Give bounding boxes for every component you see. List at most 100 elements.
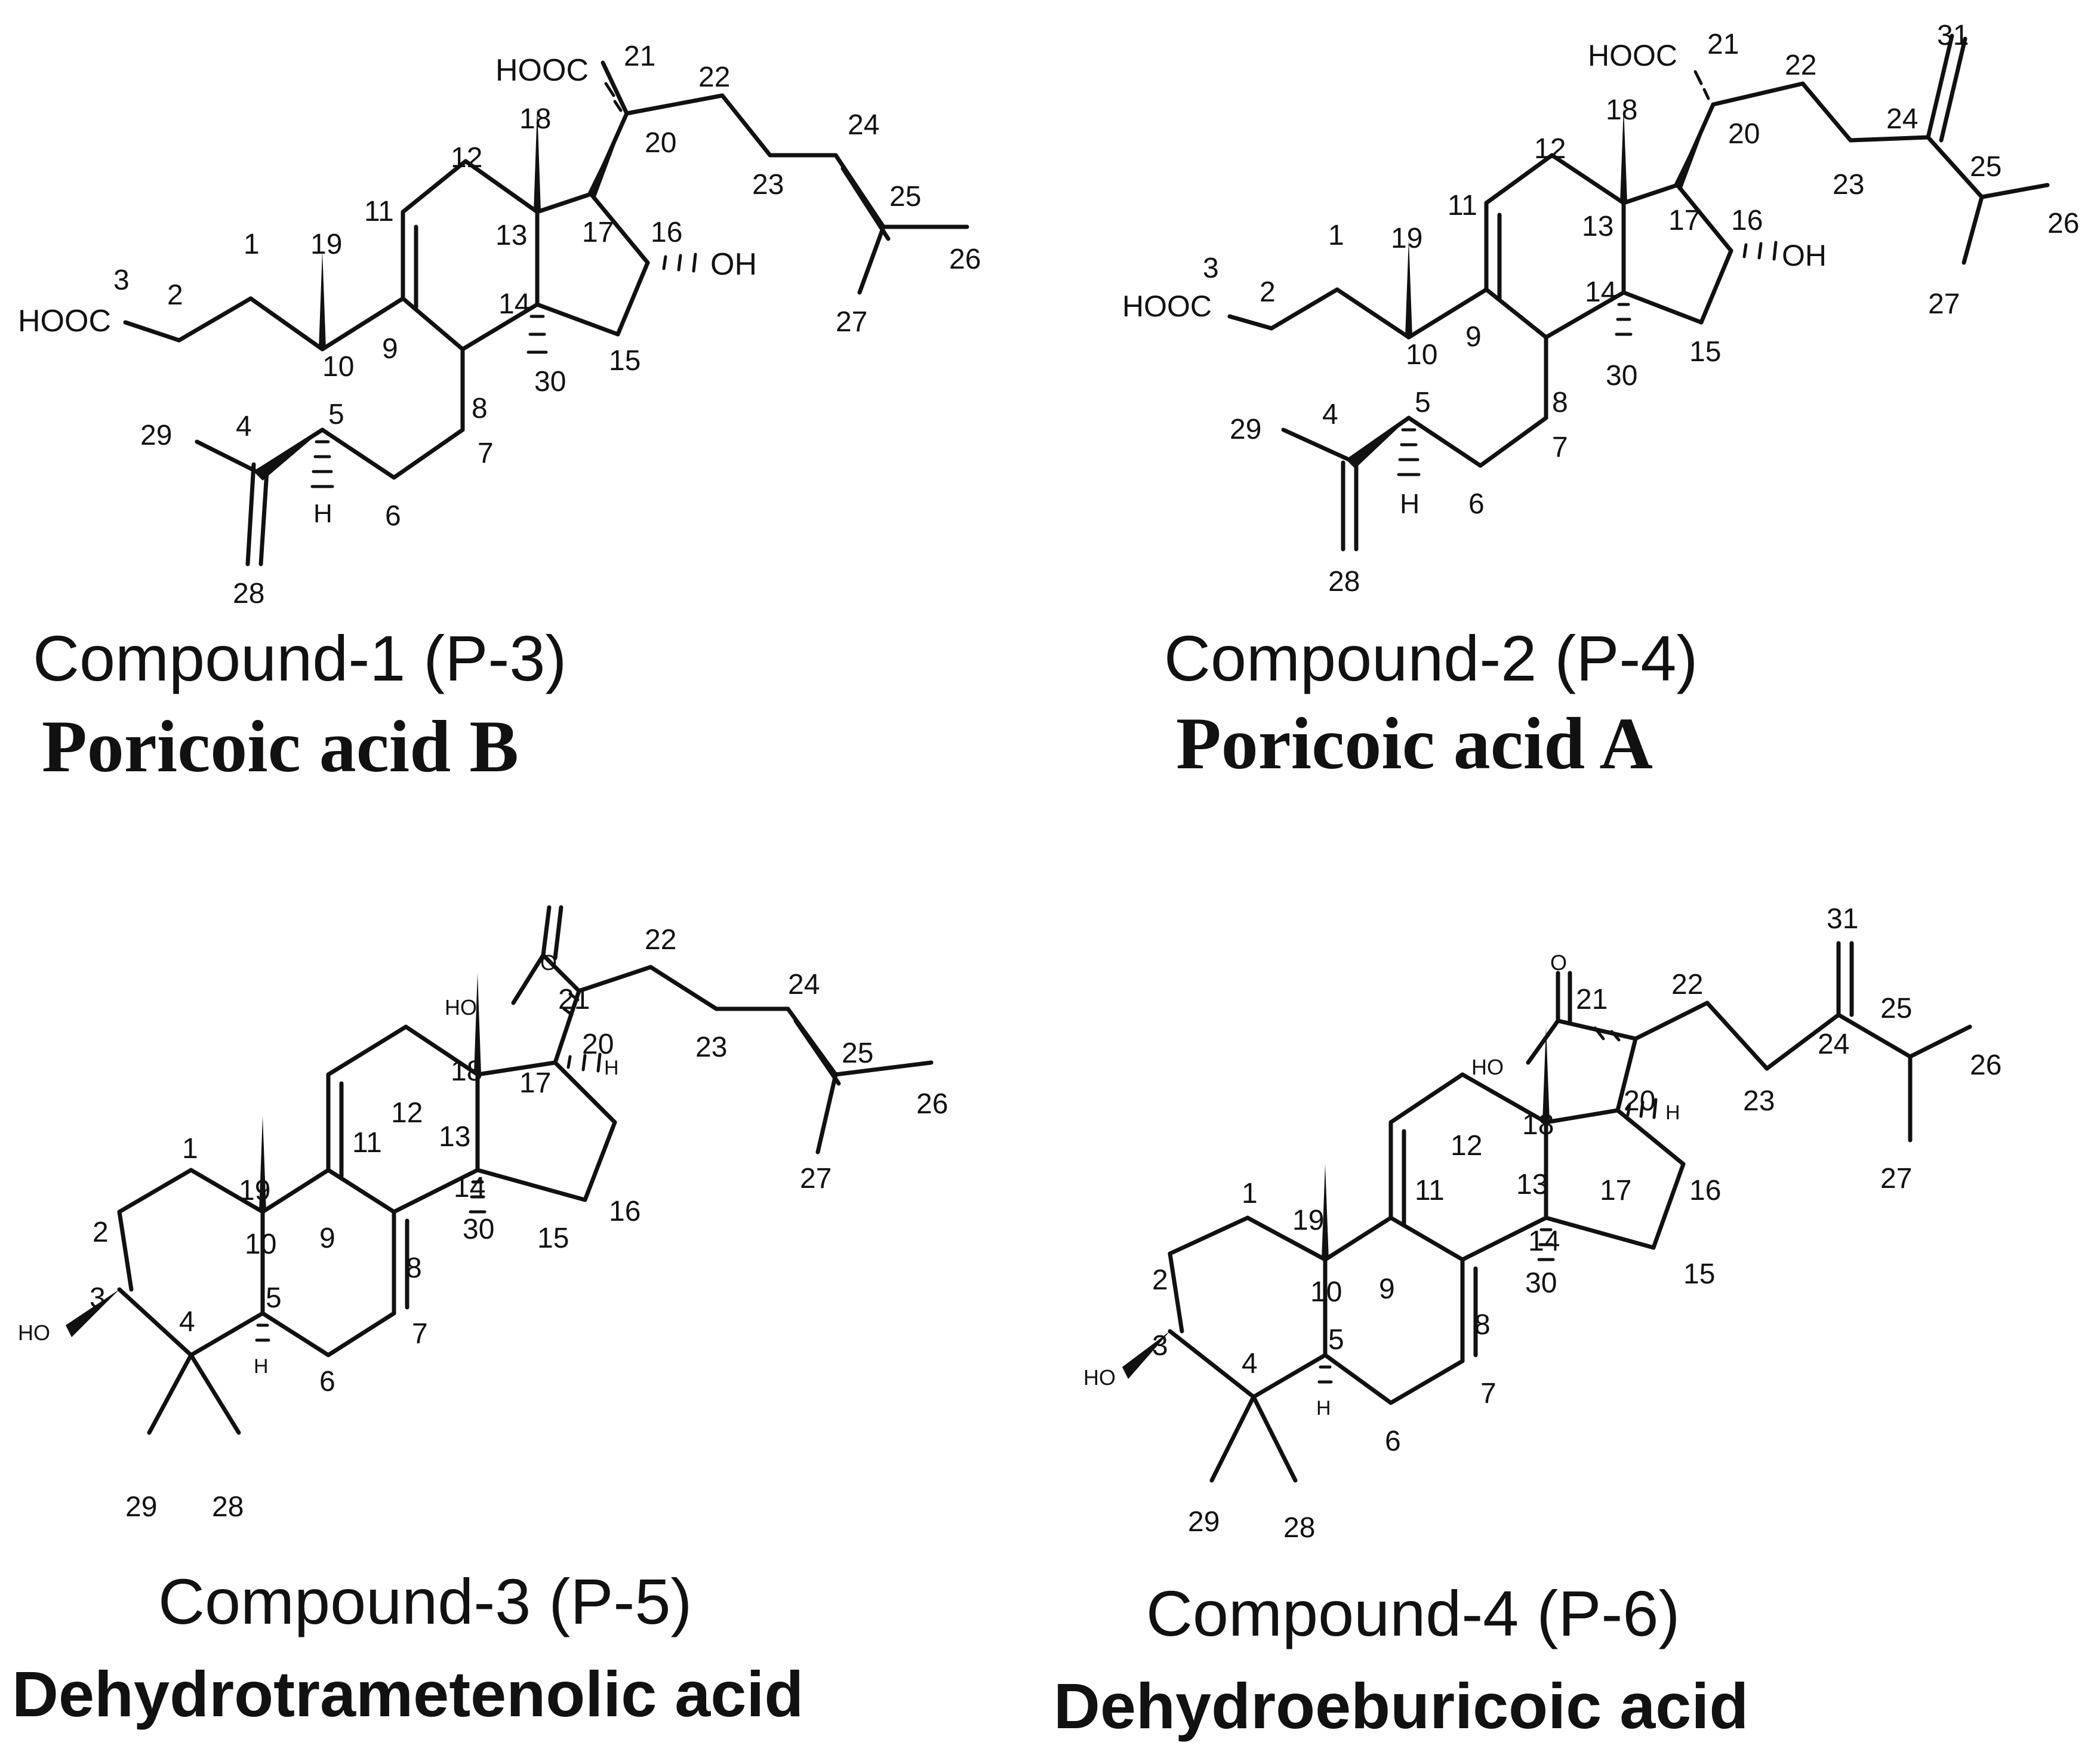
- c3-atom-numbers: 1 2 3 4 5 6 7 8 9 10 11 12 13 14 15 16 1…: [90, 924, 948, 1523]
- atom-number: 21: [624, 41, 655, 72]
- c4-atom-numbers: 1 2 3 4 5 6 7 8 9 10 11 12 13 14 15 16 1…: [1152, 903, 2001, 1544]
- atom-number: 4: [179, 1306, 195, 1338]
- atom-number: 9: [1465, 321, 1482, 353]
- atom-number: 10: [322, 351, 354, 383]
- c1-h5-label: H: [313, 499, 332, 528]
- c1-acid-left-label: HOOC: [18, 304, 111, 338]
- atom-number: 26: [1970, 1049, 2001, 1081]
- atom-number: 26: [916, 1088, 948, 1120]
- atom-number: 16: [609, 1196, 641, 1227]
- atom-number: 19: [310, 229, 342, 260]
- atom-number: 21: [1707, 29, 1739, 60]
- structure-compound-3: [117, 905, 934, 1435]
- structure-compound-2: [1227, 33, 2050, 552]
- atom-number: 5: [1328, 1324, 1344, 1356]
- atom-number: 8: [1474, 1309, 1491, 1341]
- atom-number: 1: [244, 229, 260, 260]
- c4-ho3-label: HO: [1083, 1365, 1116, 1390]
- atom-number: 3: [90, 1282, 106, 1314]
- atom-number: 19: [1391, 223, 1422, 254]
- compound-4-code: Compound-4 (P-6): [1146, 1577, 1680, 1649]
- atom-number: 27: [836, 306, 867, 338]
- atom-number: 2: [1260, 276, 1276, 308]
- atom-number: 18: [451, 1055, 482, 1087]
- c4-o-label: O: [1550, 950, 1567, 975]
- atom-number: 29: [140, 420, 172, 451]
- atom-number: 14: [498, 288, 530, 320]
- atom-number: 12: [1451, 1130, 1482, 1162]
- atom-number: 26: [2047, 208, 2079, 239]
- atom-number: 29: [1188, 1506, 1220, 1538]
- atom-number: 24: [1818, 1029, 1849, 1060]
- c4-ho-acid-label: HO: [1471, 1055, 1504, 1079]
- atom-number: 2: [93, 1217, 109, 1248]
- atom-number: 23: [1743, 1085, 1775, 1117]
- compound-2-code: Compound-2 (P-4): [1164, 622, 1698, 694]
- structure-compound-4: [1168, 941, 1972, 1483]
- atom-number: 10: [245, 1229, 276, 1260]
- atom-number: 28: [1283, 1512, 1315, 1544]
- atom-number: 7: [412, 1318, 428, 1350]
- atom-number: 15: [609, 345, 641, 377]
- atom-number: 17: [1600, 1175, 1631, 1206]
- atom-number: 4: [236, 411, 252, 442]
- atom-number: 1: [1242, 1178, 1258, 1209]
- atom-number: 8: [472, 393, 488, 424]
- atom-number: 3: [1152, 1330, 1168, 1362]
- atom-number: 25: [889, 181, 921, 213]
- atom-number: 18: [1606, 94, 1637, 126]
- c3-o-label: O: [540, 950, 557, 975]
- atom-number: 25: [842, 1038, 873, 1069]
- atom-number: 30: [463, 1214, 494, 1245]
- atom-number: 28: [233, 578, 264, 609]
- c4-h5-label: H: [1316, 1397, 1331, 1420]
- atom-number: 14: [1585, 276, 1616, 308]
- atom-number: 5: [1415, 387, 1431, 418]
- atom-number: 16: [651, 217, 682, 248]
- atom-number: 24: [788, 969, 820, 1000]
- atom-number: 6: [385, 500, 401, 532]
- atom-number: 2: [167, 279, 183, 311]
- atom-number: 7: [1552, 432, 1568, 463]
- atom-number: 27: [800, 1163, 832, 1195]
- atom-number: 13: [1516, 1169, 1548, 1200]
- atom-number: 22: [1785, 50, 1816, 81]
- c2-acid-left-label: HOOC: [1122, 290, 1212, 323]
- atom-number: 4: [1242, 1348, 1258, 1380]
- atom-number: 1: [1328, 220, 1344, 251]
- atom-number: 30: [534, 366, 566, 398]
- c4-h17-label: H: [1665, 1101, 1680, 1124]
- atom-number: 30: [1525, 1267, 1557, 1299]
- atom-number: 18: [519, 103, 551, 135]
- atom-number: 7: [478, 438, 494, 469]
- atom-number: 31: [1827, 903, 1858, 935]
- c2-h5-label: H: [1400, 488, 1419, 519]
- atom-number: 6: [1468, 488, 1485, 520]
- atom-number: 16: [1689, 1175, 1721, 1206]
- compound-2-name: Poricoic acid A: [1176, 703, 1653, 784]
- atom-number: 12: [1534, 133, 1566, 165]
- atom-number: 9: [1379, 1273, 1395, 1305]
- atom-number: 17: [582, 217, 614, 248]
- atom-number: 10: [1310, 1276, 1342, 1308]
- atom-number: 21: [1576, 984, 1608, 1015]
- c3-ho-acid-label: HO: [445, 995, 477, 1020]
- atom-number: 3: [1203, 253, 1219, 284]
- compound-4-name: Dehydroeburicoic acid: [1054, 1670, 1749, 1742]
- c2-atom-numbers: 1 2 3 4 5 6 7 8 9 10 11 12 13 14 15 16 1…: [1203, 20, 2079, 598]
- atom-number: 10: [1406, 339, 1437, 371]
- atom-number: 3: [113, 264, 130, 296]
- atom-number: 12: [391, 1097, 423, 1129]
- atom-number: 17: [519, 1067, 551, 1099]
- atom-number: 7: [1480, 1378, 1496, 1409]
- atom-number: 20: [1728, 118, 1760, 150]
- atom-number: 21: [558, 984, 590, 1015]
- atom-number: 15: [537, 1223, 569, 1254]
- atom-number: 11: [1448, 190, 1477, 221]
- c2-acid-top-label: HOOC: [1588, 39, 1677, 72]
- atom-number: 20: [582, 1029, 614, 1060]
- atom-number: 2: [1152, 1264, 1168, 1296]
- atom-number: 28: [1328, 566, 1360, 598]
- c1-atom-numbers: 1 2 3 4 5 6 7 8 9 10 11 12 13 14 15 16 1…: [113, 41, 981, 609]
